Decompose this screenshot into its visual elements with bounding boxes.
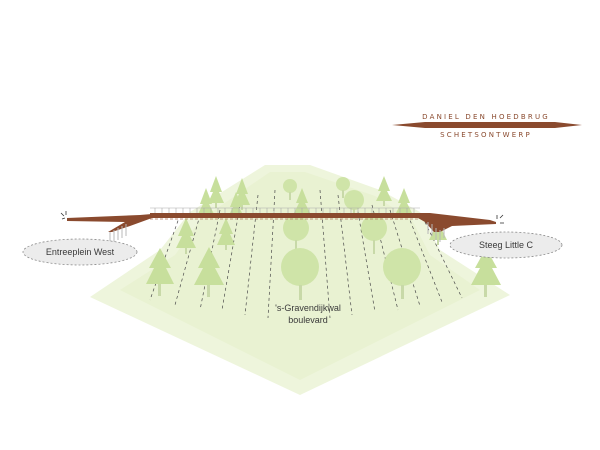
title-block: DANIEL DEN HOEDBRUG SCHETSONTWERP (392, 113, 582, 139)
label-ellipse-right (449, 231, 563, 259)
pine-tree (294, 188, 310, 213)
round-tree (281, 248, 319, 300)
bridge-railing (150, 207, 420, 213)
pine-tree (396, 188, 412, 213)
bridge-supports-left (109, 224, 127, 244)
pine-tree (176, 218, 196, 254)
label-boulevard: 's-Gravendijkwal boulevard (275, 303, 341, 325)
title-line-2: SCHETSONTWERP (440, 131, 532, 139)
pine-trees (146, 176, 501, 297)
round-tree (283, 179, 297, 200)
label-right-text: Steeg Little C (479, 240, 534, 250)
bridge-supports-right (427, 222, 445, 242)
label-steeg-little-c: Steeg Little C (449, 231, 563, 259)
round-tree (283, 215, 309, 254)
pine-tree (146, 248, 174, 296)
label-center-line-2: boulevard (288, 315, 328, 325)
label-entreeplein-west: Entreeplein West (22, 238, 138, 266)
pine-tree (208, 176, 224, 208)
pine-tree (194, 247, 224, 297)
bridge (60, 207, 504, 244)
bridge-right-ramp (418, 213, 496, 232)
title-banner-shape (392, 122, 582, 128)
label-center-line-1: 's-Gravendijkwal (275, 303, 341, 313)
pine-tree (198, 188, 214, 214)
title-line-1: DANIEL DEN HOEDBRUG (422, 113, 550, 121)
label-left-text: Entreeplein West (46, 247, 115, 257)
round-tree (336, 177, 350, 198)
pine-tree (376, 176, 392, 206)
bridge-deck (150, 213, 420, 218)
round-tree (383, 248, 421, 299)
label-ellipse-left (22, 238, 138, 266)
pine-tree (217, 218, 235, 250)
round-trees (281, 177, 421, 300)
bridge-left-ramp (67, 214, 152, 232)
bridge-end-marks (60, 211, 504, 224)
round-tree (361, 215, 387, 254)
pine-tree (471, 248, 501, 297)
